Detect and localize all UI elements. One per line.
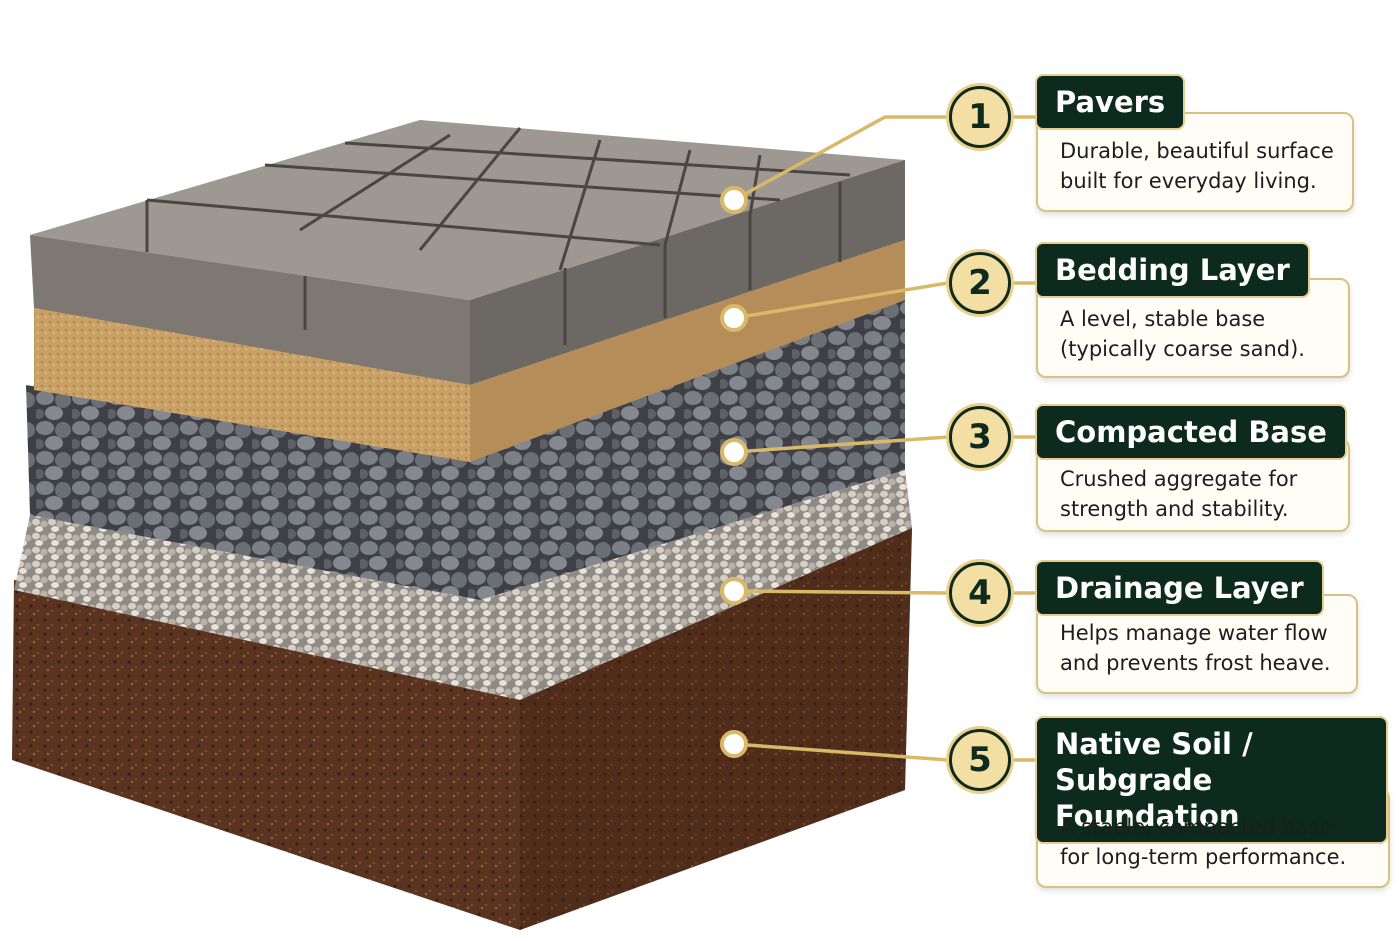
layer-4-card: Drainage Layer Helps manage water flow a… [1035, 560, 1358, 694]
paver-front-face [30, 235, 470, 385]
anchor-dot-5 [720, 730, 748, 758]
paver-joints [145, 127, 851, 345]
layer-2-description: A level, stable base (typically coarse s… [1060, 307, 1305, 361]
layer-5-description: A stable, compacted base for long-term p… [1060, 815, 1347, 869]
aggregate-layer [26, 300, 905, 600]
layer-2-badge: 2 [949, 252, 1011, 314]
layer-3-title: Compacted Base [1035, 404, 1347, 460]
layer-2-card: Bedding Layer A level, stable base (typi… [1035, 242, 1350, 378]
layer-5-badge: 5 [949, 729, 1011, 791]
layer-1-card: Pavers Durable, beautiful surface built … [1035, 74, 1354, 212]
anchor-dot-3 [720, 438, 748, 466]
anchor-dot-2 [720, 304, 748, 332]
sand-layer-front [34, 305, 470, 462]
layer-5-title: Native Soil / Subgrade Foundation [1035, 716, 1388, 844]
layer-5-number: 5 [968, 740, 992, 780]
sand-layer-side [470, 240, 905, 462]
layer-4-title: Drainage Layer [1035, 560, 1324, 616]
anchor-dot-4 [720, 577, 748, 605]
layer-3-badge: 3 [949, 406, 1011, 468]
anchor-dot-1 [720, 186, 748, 214]
layer-2-number: 2 [968, 263, 992, 303]
layer-3-number: 3 [968, 417, 992, 457]
anchor-dots [720, 186, 748, 758]
layer-1-title: Pavers [1035, 74, 1186, 130]
leader-lines [733, 115, 1038, 762]
layer-2-title: Bedding Layer [1035, 242, 1310, 298]
layer-4-badge: 4 [949, 562, 1011, 624]
layer-3-description: Crushed aggregate for strength and stabi… [1060, 467, 1298, 521]
layer-3-card: Compacted Base Crushed aggregate for str… [1035, 404, 1350, 532]
paver-side-face [470, 160, 905, 385]
layer-1-description: Durable, beautiful surface built for eve… [1060, 139, 1334, 193]
layer-1-badge: 1 [949, 86, 1011, 148]
layer-4-number: 4 [968, 573, 992, 613]
layer-4-description: Helps manage water flow and prevents fro… [1060, 621, 1331, 675]
layer-1-number: 1 [968, 97, 992, 137]
layer-5-card: Native Soil / Subgrade Foundation A stab… [1035, 716, 1390, 888]
